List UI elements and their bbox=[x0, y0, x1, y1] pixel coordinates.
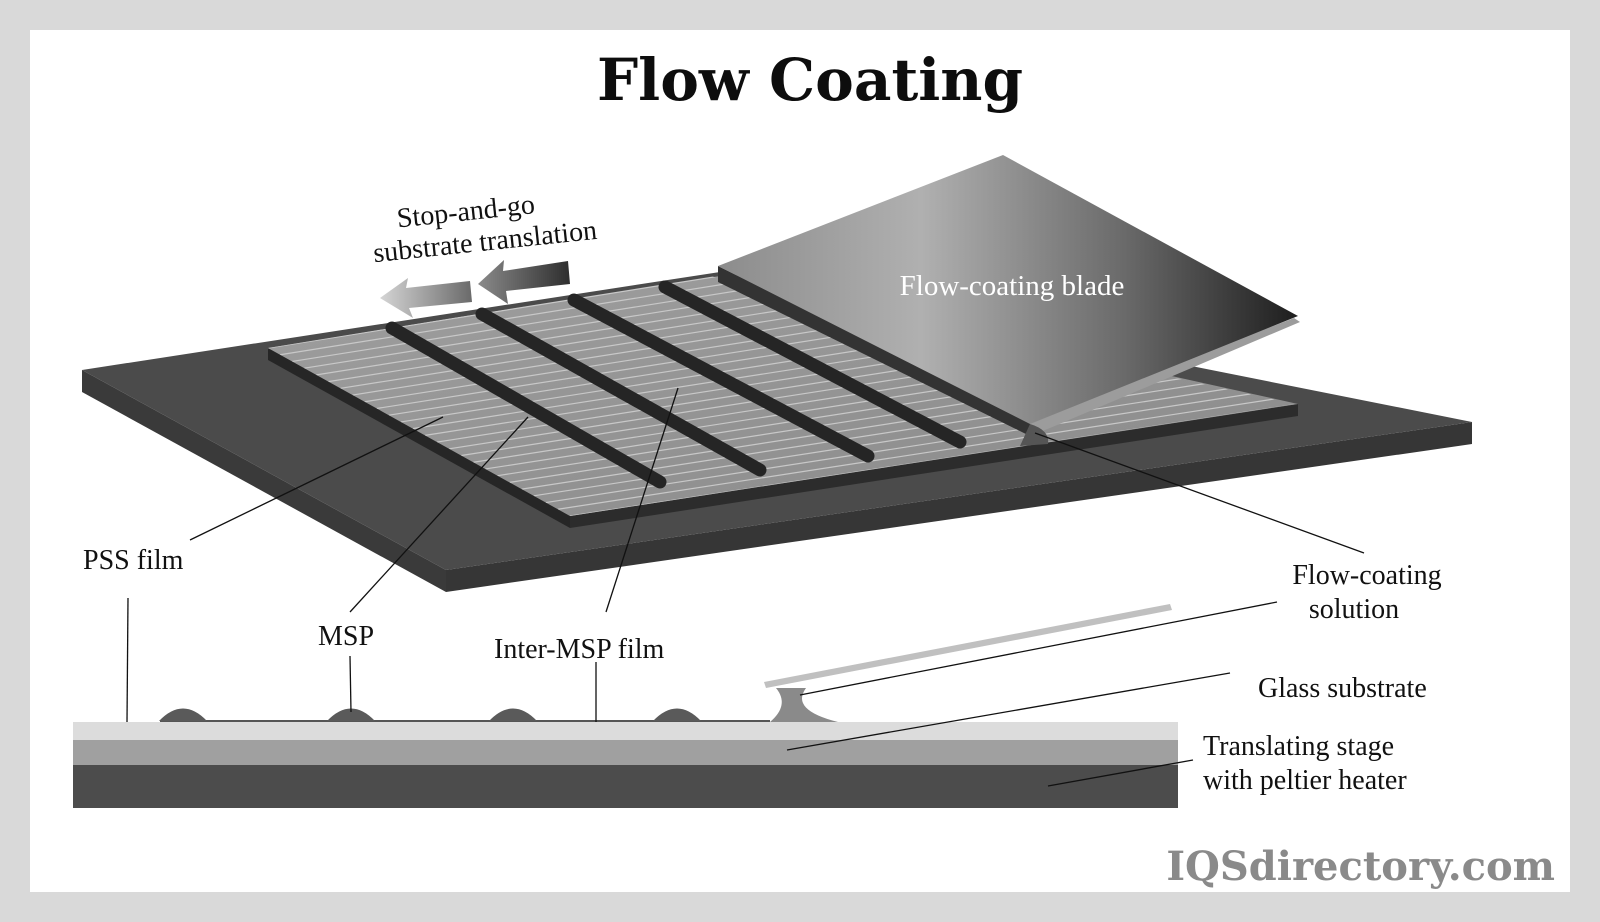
solution-meniscus bbox=[770, 688, 838, 722]
page-title: Flow Coating bbox=[597, 46, 1023, 114]
texture-line bbox=[316, 295, 813, 376]
msp-bump bbox=[159, 708, 207, 721]
solution-label-line1: Flow-coating bbox=[1292, 560, 1441, 591]
msp-bump bbox=[327, 708, 375, 721]
msp-label: MSP bbox=[318, 621, 374, 652]
glass-substrate-layer bbox=[73, 739, 1178, 765]
msp-bumps bbox=[159, 708, 701, 721]
glass-substrate-label: Glass substrate bbox=[1258, 673, 1427, 704]
msp-stripe bbox=[475, 307, 767, 477]
watermark-logo: IQSdirectory.com bbox=[1166, 843, 1555, 890]
pss-film-layer bbox=[73, 722, 1178, 740]
flow-coating-blade: Flow-coating blade bbox=[718, 155, 1300, 446]
texture-line bbox=[268, 276, 721, 349]
msp-stripe bbox=[385, 321, 667, 489]
stage-label-line2: with peltier heater bbox=[1203, 765, 1407, 796]
texture-line bbox=[328, 301, 836, 383]
blade-side-view bbox=[764, 604, 1172, 688]
translation-label: Stop-and-go substrate translation bbox=[372, 189, 599, 269]
translation-arrows bbox=[380, 260, 570, 318]
inter-msp-film-label: Inter-MSP film bbox=[494, 634, 665, 665]
arrow-left-icon bbox=[380, 278, 472, 318]
arrow-left-icon bbox=[478, 260, 570, 304]
pss-film-label: PSS film bbox=[83, 545, 184, 576]
msp-stripe bbox=[658, 280, 967, 449]
cross-section bbox=[73, 604, 1178, 808]
texture-line bbox=[557, 398, 1275, 510]
texture-line bbox=[364, 316, 906, 403]
msp-bump bbox=[489, 708, 537, 721]
stage-label-line1: Translating stage bbox=[1203, 731, 1394, 762]
blade-label: Flow-coating blade bbox=[900, 270, 1125, 302]
solution-label-line2: solution bbox=[1309, 594, 1399, 625]
texture-line bbox=[352, 311, 882, 396]
msp-stripe bbox=[567, 293, 875, 463]
msp-bump bbox=[653, 708, 701, 721]
texture-line bbox=[340, 306, 859, 389]
msp-stripes bbox=[385, 280, 967, 489]
leader-lines bbox=[126, 387, 1365, 787]
